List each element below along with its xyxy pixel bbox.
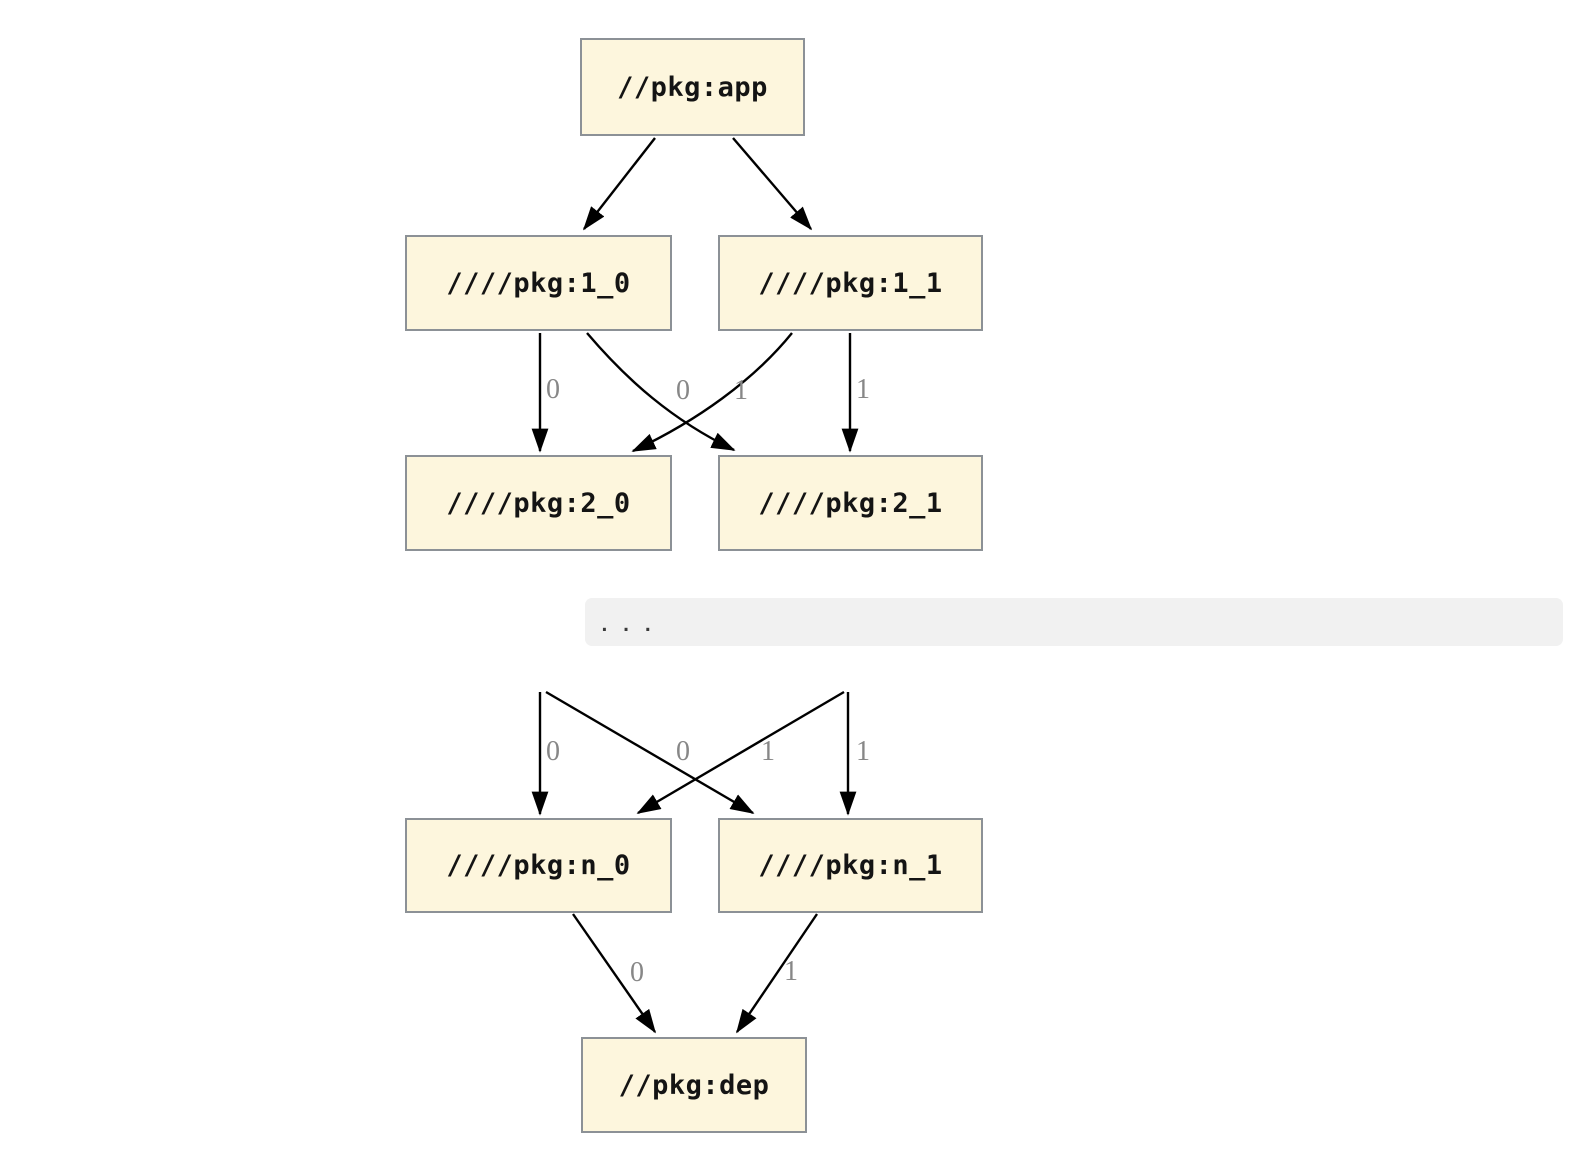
edge-label-hidden1-n_1: 1	[856, 736, 870, 767]
edge-label-1_0-2_1: 0	[676, 375, 690, 406]
edge-label-hidden0-n_1: 0	[676, 736, 690, 767]
node-pkg-1_1: ////pkg:1_1	[718, 235, 983, 331]
edge-n_1-dep	[736, 913, 818, 1034]
node-pkg-2_0-label: ////pkg:2_0	[446, 487, 631, 519]
ellipsis-code-block: . . .	[585, 598, 1563, 646]
edge-label-1_1-2_1: 1	[856, 374, 870, 405]
node-pkg-2_1: ////pkg:2_1	[718, 455, 983, 551]
node-pkg-n_1-label: ////pkg:n_1	[758, 850, 943, 881]
edge-label-1_1-2_0: 1	[734, 375, 748, 406]
node-pkg-n_0-label: ////pkg:n_0	[446, 850, 631, 881]
edge-label-n_1-dep: 1	[784, 956, 798, 987]
node-pkg-2_1-label: ////pkg:2_1	[758, 487, 943, 519]
node-pkg-app-label: //pkg:app	[617, 71, 768, 103]
edge-label-n_0-dep: 0	[630, 957, 644, 988]
edge-label-hidden0-n_0: 0	[546, 736, 560, 767]
edge-app-1_1	[732, 137, 813, 231]
node-pkg-app: //pkg:app	[580, 38, 805, 136]
node-pkg-dep-label: //pkg:dep	[618, 1069, 770, 1101]
edge-1_0-2_1	[586, 332, 736, 452]
node-pkg-n_1: ////pkg:n_1	[718, 818, 983, 913]
node-pkg-2_0: ////pkg:2_0	[405, 455, 672, 551]
edge-hidden0-n_1	[545, 690, 755, 815]
node-pkg-dep: //pkg:dep	[581, 1037, 807, 1133]
node-pkg-n_0: ////pkg:n_0	[405, 818, 672, 913]
node-pkg-1_0-label: ////pkg:1_0	[446, 267, 631, 299]
edge-label-hidden1-n_0: 1	[761, 736, 775, 767]
edge-hidden1-n_0	[636, 690, 845, 815]
edge-label-1_0-2_0: 0	[546, 374, 560, 405]
node-pkg-1_1-label: ////pkg:1_1	[758, 267, 943, 299]
edge-n_0-dep	[572, 913, 656, 1034]
ellipsis-text: . . .	[599, 615, 654, 636]
node-pkg-1_0: ////pkg:1_0	[405, 235, 672, 331]
edge-app-1_0	[582, 137, 656, 231]
edge-1_1-2_0	[631, 332, 793, 453]
